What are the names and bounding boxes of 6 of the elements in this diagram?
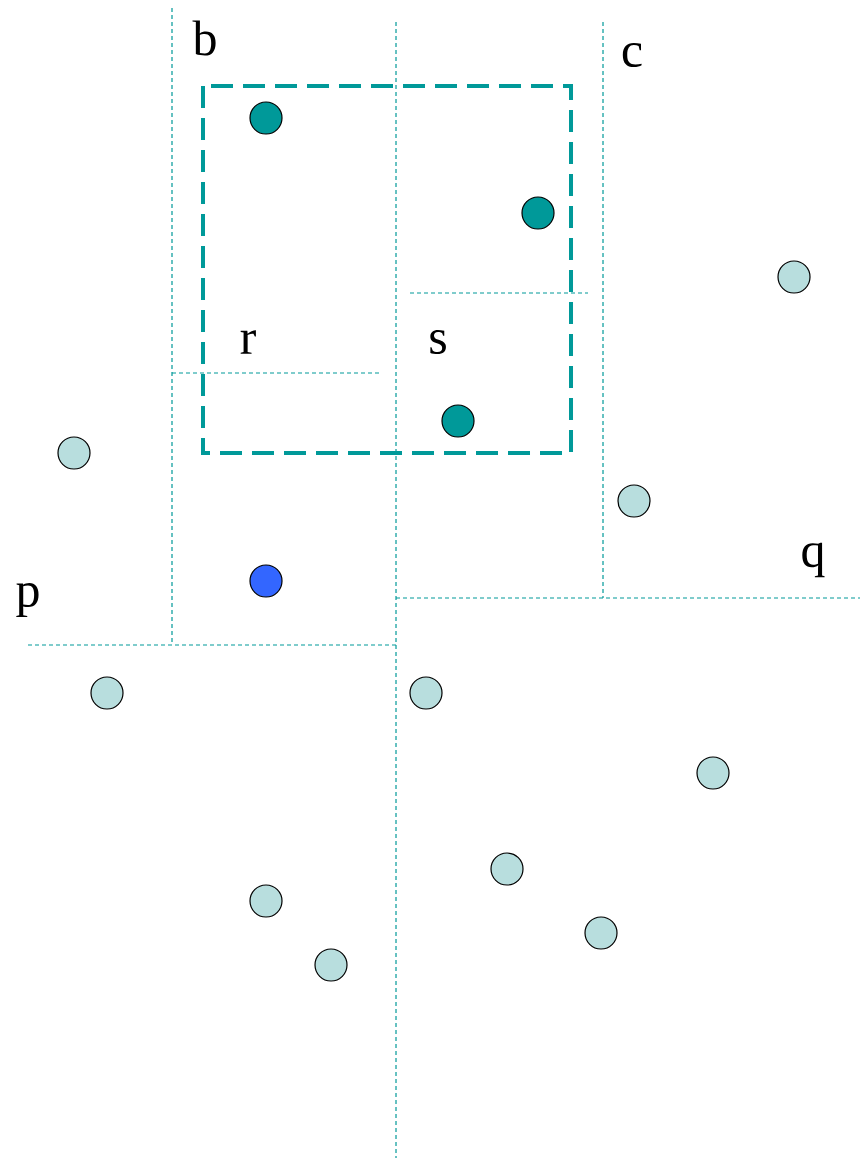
region-label: c — [622, 43, 642, 67]
region-label: p — [16, 582, 39, 618]
region-label: q — [802, 542, 825, 578]
region-label: b — [192, 20, 216, 56]
region-label: r — [240, 330, 256, 354]
region-label: s — [430, 330, 446, 354]
